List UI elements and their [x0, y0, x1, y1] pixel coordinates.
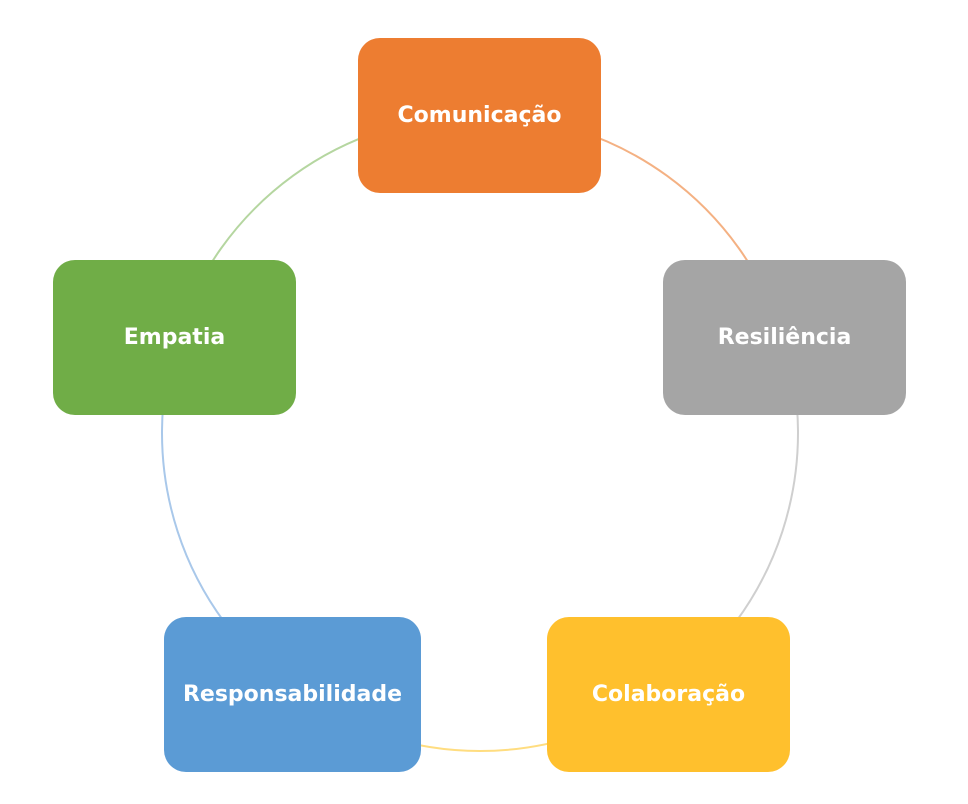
node-label: Resiliência: [717, 325, 852, 350]
node-comunicacao: Comunicação: [358, 38, 601, 193]
node-label: Empatia: [123, 325, 226, 350]
node-resiliencia: Resiliência: [663, 260, 906, 415]
node-colaboracao: Colaboração: [547, 617, 790, 772]
node-label: Comunicação: [397, 103, 562, 128]
node-label: Colaboração: [591, 682, 746, 707]
node-responsabilidade: Responsabilidade: [164, 617, 421, 772]
node-empatia: Empatia: [53, 260, 296, 415]
node-label: Responsabilidade: [182, 682, 403, 707]
